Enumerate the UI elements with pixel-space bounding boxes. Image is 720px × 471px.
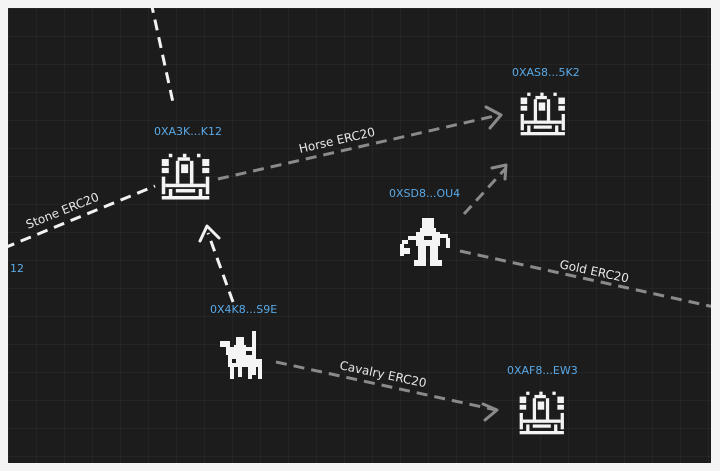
node-address-offscreen[interactable]: 12 xyxy=(10,262,24,275)
edge-top-to-castle xyxy=(150,8,176,108)
node-address-castle-bottom-right[interactable]: 0XAF8...EW3 xyxy=(507,364,578,377)
transfer-graph: Horse ERC20 Stone ERC20 Gold ERC20 Caval… xyxy=(8,8,711,435)
edge-stone xyxy=(8,184,156,248)
graph-canvas[interactable]: Horse ERC20 Stone ERC20 Gold ERC20 Caval… xyxy=(8,8,711,463)
edge-knight-to-castle xyxy=(206,232,235,303)
worker-icon[interactable] xyxy=(400,218,450,266)
castle-icon[interactable] xyxy=(519,391,564,435)
node-address-knight[interactable]: 0X4K8...S9E xyxy=(210,303,277,316)
arrowhead-worker xyxy=(490,163,508,181)
node-address-worker[interactable]: 0XSD8...OU4 xyxy=(389,187,460,200)
edge-label-gold: Gold ERC20 xyxy=(558,257,630,285)
edge-gold xyxy=(459,249,711,308)
edge-horse xyxy=(217,113,500,181)
edge-cavalry xyxy=(275,360,497,412)
castle-icon[interactable] xyxy=(520,92,565,136)
arrowhead-horse xyxy=(484,105,503,130)
edge-worker-to-castle xyxy=(462,166,508,216)
castle-icon[interactable] xyxy=(161,153,210,200)
node-address-castle-top-right[interactable]: 0XAS8...5K2 xyxy=(512,66,580,79)
node-address-castle-main[interactable]: 0XA3K...K12 xyxy=(154,125,222,138)
edge-label-horse: Horse ERC20 xyxy=(298,125,377,156)
knight-on-horse-icon[interactable] xyxy=(220,331,262,379)
arrowhead-cavalry xyxy=(481,402,499,422)
arrowhead-knight xyxy=(198,224,221,243)
